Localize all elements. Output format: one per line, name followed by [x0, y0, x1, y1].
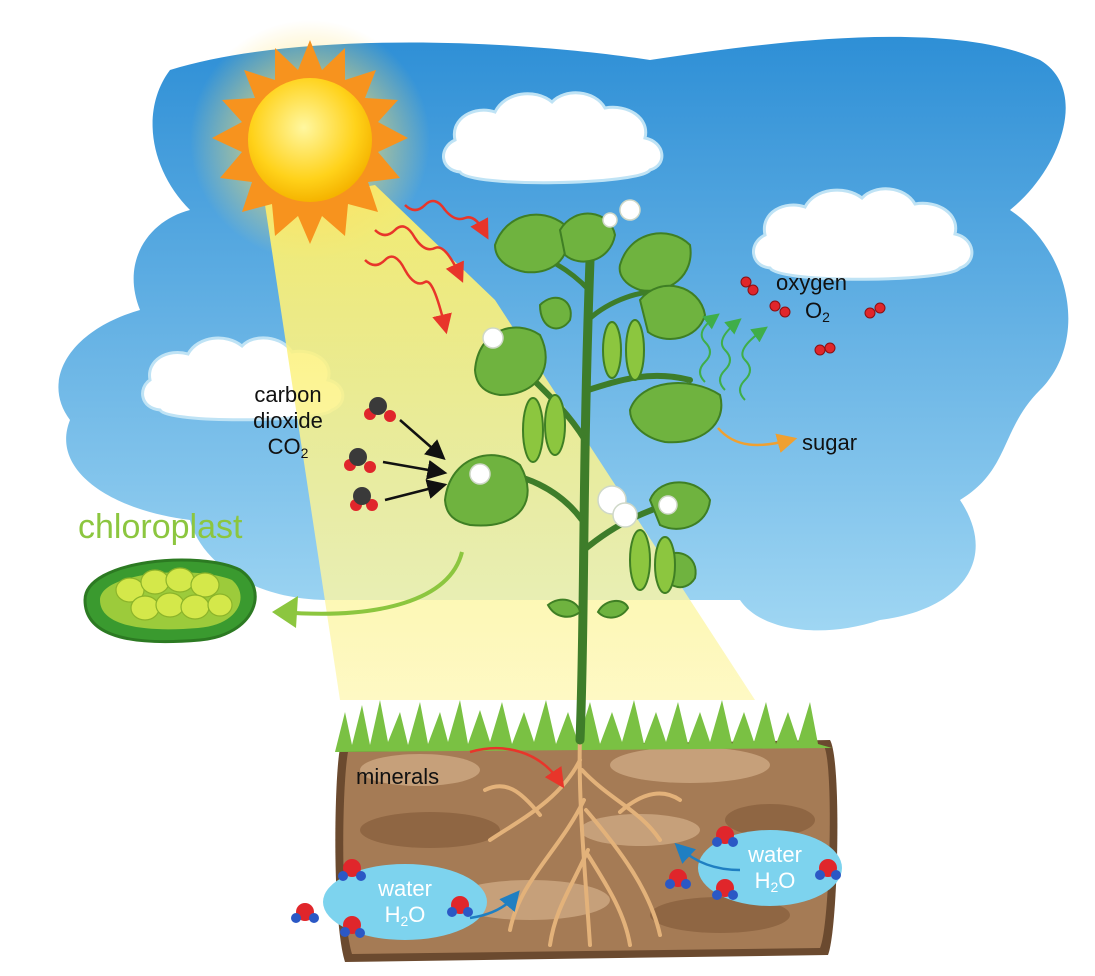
- carbon-text: carbon: [254, 382, 322, 407]
- leaf: [618, 232, 692, 292]
- oxygen-label: oxygen: [776, 270, 847, 295]
- leaf: [546, 598, 582, 618]
- h2o-formula-right: H2O: [754, 868, 796, 895]
- water-bubble-left: [323, 864, 487, 940]
- sugar-label: sugar: [802, 430, 858, 455]
- co2-molecule: [344, 448, 376, 473]
- sugar-arrow: [717, 427, 798, 453]
- water-label-left: water H2O: [355, 876, 455, 928]
- water-arrow-left: [469, 890, 520, 920]
- co2-arrows: [382, 419, 448, 502]
- water-bubble-right: [698, 830, 842, 906]
- flowers: [469, 199, 678, 528]
- chloroplast-arrowhead: [272, 596, 298, 628]
- o2-formula: O2: [805, 298, 830, 325]
- co2-molecule: [364, 397, 396, 422]
- cloud-top: [442, 91, 664, 185]
- h2o-formula-left: H2O: [384, 902, 426, 929]
- roots: [483, 733, 682, 947]
- minerals-arrow: [469, 747, 565, 789]
- sun-core: [248, 78, 372, 202]
- co2-molecules: [344, 397, 396, 511]
- water-molecules: [291, 826, 841, 938]
- sun: [190, 20, 430, 260]
- co2-molecule: [350, 487, 378, 511]
- oxygen-arrows: [699, 313, 768, 401]
- stem: [487, 247, 693, 745]
- carbon-dioxide-label: carbon dioxide CO2: [238, 382, 338, 460]
- co2-formula: CO2: [267, 434, 309, 461]
- leaf: [596, 600, 630, 619]
- water-text-left: water: [378, 876, 432, 901]
- leaf: [648, 481, 712, 530]
- pea-pods: [522, 319, 676, 594]
- minerals-label: minerals: [356, 764, 440, 789]
- leaf: [443, 454, 529, 527]
- dioxide-text: dioxide: [253, 408, 323, 433]
- water-label-right: water H2O: [725, 842, 825, 894]
- leaf: [538, 296, 572, 330]
- leaf: [628, 382, 723, 444]
- sunlight-arrows: [364, 199, 489, 335]
- oxygen-molecules: [740, 276, 886, 356]
- cloud-right: [752, 187, 974, 281]
- water-text-right: water: [748, 842, 802, 867]
- leaves: [443, 212, 723, 619]
- leaf: [558, 212, 617, 263]
- chloroplast-label: chloroplast: [78, 508, 243, 546]
- chloroplast: [83, 558, 257, 644]
- water-arrow-right: [674, 842, 741, 872]
- chloroplast-arrow: [279, 551, 464, 616]
